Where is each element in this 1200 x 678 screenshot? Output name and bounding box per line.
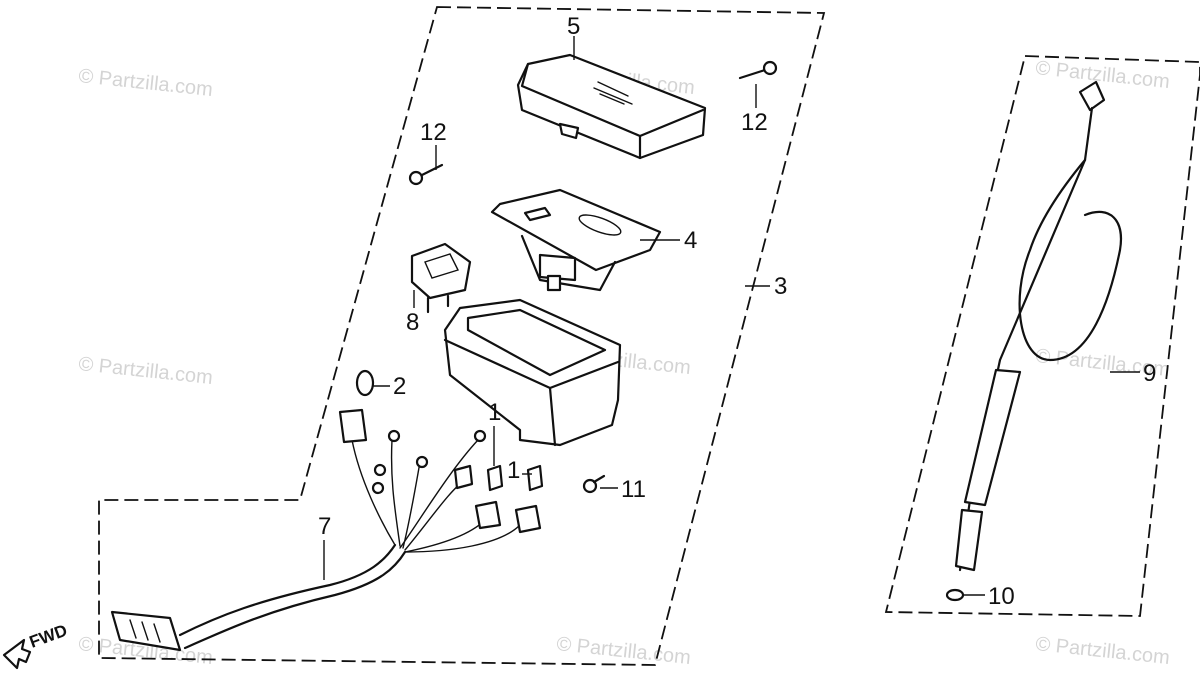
callout-11: 11 [621, 476, 646, 503]
meter-case-part [443, 298, 622, 447]
cable-assembly-outline [884, 55, 1200, 617]
screw-small-part [582, 474, 606, 494]
screw-top-right-part [738, 60, 778, 80]
callouts: 5 12 12 4 3 8 2 1 1 11 7 9 10 [318, 13, 1156, 610]
speedometer-cable-part [945, 80, 1123, 602]
callout-4: 4 [684, 227, 697, 254]
callout-12-left: 12 [420, 119, 447, 146]
leader-lines [323, 36, 1140, 596]
watermark-bottom-center: © Partzilla.com [555, 633, 691, 669]
washer-part [945, 588, 965, 602]
forward-arrow-icon [2, 638, 32, 670]
callout-2: 2 [393, 373, 406, 400]
screw-left-part [408, 163, 444, 186]
callout-1-top: 1 [488, 399, 501, 426]
meter-cover-part [516, 53, 707, 160]
indicator-socket-part [410, 242, 472, 314]
watermark-top-right: © Partzilla.com [1034, 57, 1170, 93]
callout-1-bottom: 1 [507, 457, 520, 484]
watermark-bottom-right: © Partzilla.com [1034, 633, 1170, 669]
callout-5: 5 [567, 13, 580, 40]
watermark-mid-left: © Partzilla.com [77, 353, 213, 389]
meter-assembly-outline [98, 6, 826, 666]
callout-10: 10 [988, 583, 1015, 610]
forward-label: FWD [27, 621, 70, 652]
forward-indicator: FWD [2, 621, 70, 670]
callout-3: 3 [774, 273, 787, 300]
wire-harness-part [110, 408, 542, 652]
watermark-top-left: © Partzilla.com [77, 65, 213, 101]
callout-9: 9 [1143, 360, 1156, 387]
lens-part [355, 369, 375, 397]
callout-7: 7 [318, 513, 331, 540]
bulb-b-part [526, 464, 544, 492]
callout-12-right: 12 [741, 109, 768, 136]
bulb-a-part [486, 464, 504, 492]
callout-8: 8 [406, 309, 419, 336]
meter-unit-part [490, 188, 662, 292]
